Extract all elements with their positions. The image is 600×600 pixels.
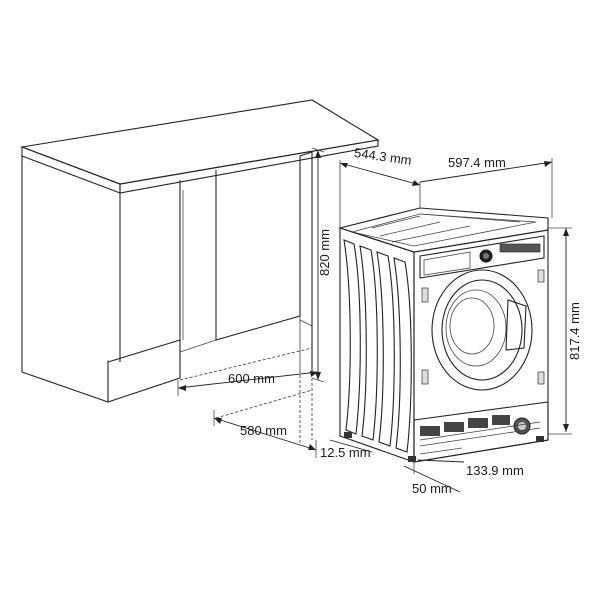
plinth-offset-label: 50 mm (412, 481, 452, 496)
cabinet-height-label: 820 mm (317, 229, 332, 276)
machine-height-label: 817.4 mm (567, 302, 582, 360)
dimension-lines (177, 147, 572, 493)
cabinet-unit (19, 99, 380, 445)
base-depth-label: 133.9 mm (466, 463, 524, 478)
dimension-arrowheads (178, 150, 569, 450)
washing-machine (338, 207, 549, 463)
niche-width-label: 600 mm (228, 371, 275, 386)
side-gap-label: 12.5 mm (320, 445, 371, 460)
width-top-label: 597.4 mm (448, 155, 506, 170)
niche-depth-label: 580 mm (240, 423, 287, 438)
